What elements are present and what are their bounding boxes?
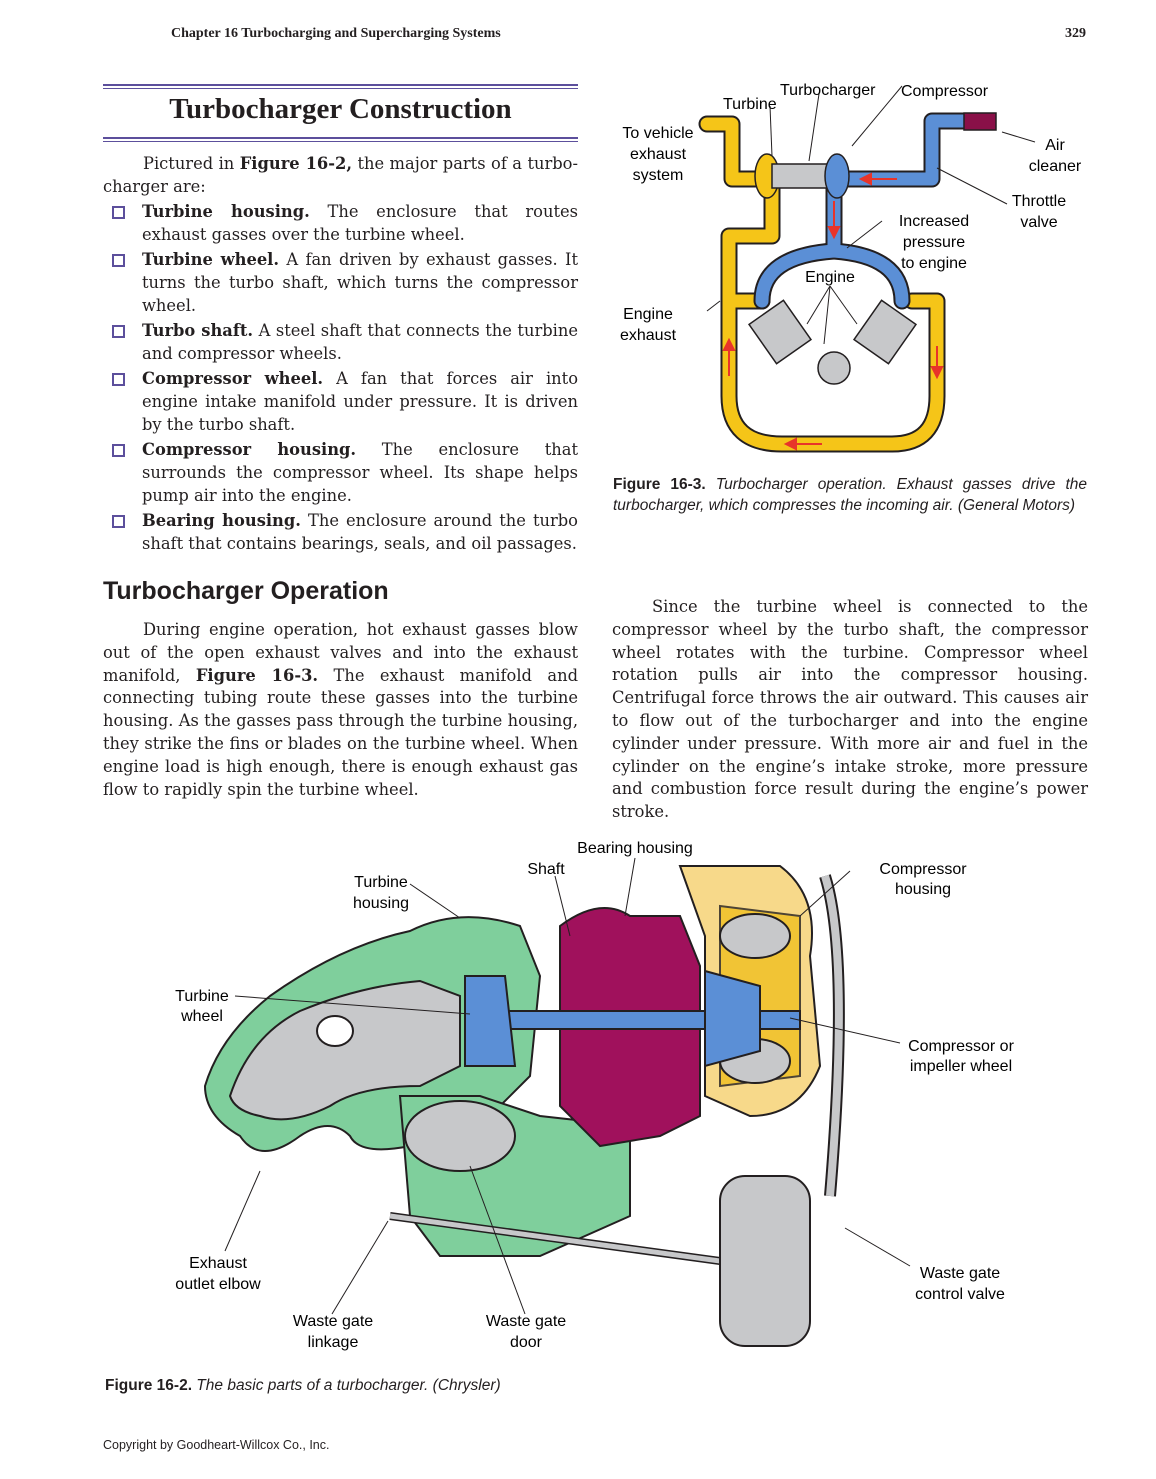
svg-text:valve: valve	[1020, 214, 1057, 231]
turbine-wheel-shape	[464, 975, 517, 1067]
list-item: Bearing housing. The enclosure around th…	[112, 510, 578, 556]
svg-text:Throttle: Throttle	[1012, 193, 1066, 210]
svg-text:outlet elbow: outlet elbow	[175, 1276, 261, 1293]
checkbox-bullet-icon	[112, 206, 125, 219]
subsection-title: Turbocharger Operation	[103, 577, 389, 605]
svg-text:Compressor: Compressor	[879, 861, 967, 878]
list-item: Compressor housing. The enclosure that s…	[112, 439, 578, 507]
svg-text:exhaust: exhaust	[630, 146, 687, 163]
air-cleaner-icon	[963, 112, 997, 131]
svg-text:housing: housing	[895, 881, 951, 898]
section-title: Turbocharger Construction	[169, 93, 512, 125]
svg-text:Air: Air	[1045, 137, 1065, 154]
checkbox-bullet-icon	[112, 443, 125, 457]
checkbox-bullet-icon	[112, 373, 125, 387]
waste-gate-actuator-shape	[719, 1175, 811, 1347]
svg-text:Engine: Engine	[623, 306, 673, 323]
svg-text:To vehicle: To vehicle	[622, 125, 693, 142]
page-number: 329	[1065, 26, 1086, 41]
svg-text:Compressor or: Compressor or	[908, 1038, 1014, 1055]
svg-text:to engine: to engine	[901, 255, 967, 272]
operation-paragraph-2: Since the turbine wheel is connected to …	[612, 597, 1088, 822]
list-item: Turbine wheel. A fan driven by exhaust g…	[112, 249, 578, 317]
checkbox-bullet-icon	[112, 254, 125, 268]
figure-16-2-illustration: Bearing housing Shaft Turbine housing Co…	[175, 840, 1014, 1351]
svg-text:Waste gate: Waste gate	[486, 1313, 566, 1330]
operation-paragraph-1: During engine operation, hot exhaust gas…	[103, 620, 578, 799]
intro-paragraph: Pictured in Figure 16-2, the major parts…	[103, 154, 579, 196]
figure-16-3-diagram: Turbocharger Compressor Turbine To vehic…	[620, 82, 1082, 453]
copyright-notice: Copyright by Goodheart-Willcox Co., Inc.	[103, 1438, 330, 1452]
svg-text:Increased: Increased	[899, 213, 969, 230]
svg-text:system: system	[633, 167, 684, 184]
checkbox-bullet-icon	[112, 324, 125, 338]
svg-text:Turbine: Turbine	[354, 874, 408, 891]
svg-text:Waste gate: Waste gate	[293, 1313, 373, 1330]
svg-text:wheel: wheel	[180, 1008, 223, 1025]
list-item: Turbine housing. The enclosure that rout…	[112, 201, 578, 247]
heading-rule-bottom	[103, 137, 578, 142]
chapter-title: Chapter 16 Turbocharging and Superchargi…	[171, 26, 501, 41]
figure-16-2-caption: Figure 16-2. The basic parts of a turboc…	[105, 1377, 501, 1394]
svg-text:housing: housing	[353, 895, 409, 912]
svg-text:Turbocharger: Turbocharger	[780, 82, 876, 99]
parts-list: Turbine housing. The enclosure that rout…	[112, 201, 578, 558]
svg-text:Bearing housing: Bearing housing	[577, 840, 693, 857]
compressor-wheel-shape	[704, 969, 761, 1068]
svg-text:Exhaust: Exhaust	[189, 1255, 247, 1272]
svg-text:exhaust: exhaust	[620, 327, 677, 344]
list-item: Turbo shaft. A steel shaft that connects…	[112, 320, 578, 366]
svg-text:Engine: Engine	[805, 269, 855, 286]
checkbox-bullet-icon	[112, 514, 125, 528]
svg-text:pressure: pressure	[903, 234, 965, 251]
heading-rule-top	[103, 84, 578, 89]
figure-16-3-caption: Figure 16-3. Turbocharger operation. Exh…	[613, 476, 1088, 514]
svg-text:Turbine: Turbine	[175, 988, 229, 1005]
svg-text:Waste gate: Waste gate	[920, 1265, 1000, 1282]
svg-text:door: door	[510, 1334, 543, 1351]
svg-text:Compressor: Compressor	[901, 83, 989, 100]
svg-text:control valve: control valve	[915, 1286, 1005, 1303]
svg-text:Shaft: Shaft	[527, 861, 565, 878]
running-head: Chapter 16 Turbocharging and Superchargi…	[171, 26, 1086, 48]
list-item: Compressor wheel. A fan that forces air …	[112, 368, 578, 436]
svg-text:Turbine: Turbine	[723, 96, 777, 113]
section-heading: Turbocharger Construction	[103, 84, 578, 142]
figure-ref: Figure 16-3.	[195, 665, 319, 685]
svg-text:linkage: linkage	[308, 1334, 359, 1351]
svg-text:cleaner: cleaner	[1029, 158, 1082, 175]
svg-text:impeller wheel: impeller wheel	[910, 1058, 1012, 1075]
figure-ref: Figure 16-2,	[239, 154, 352, 173]
